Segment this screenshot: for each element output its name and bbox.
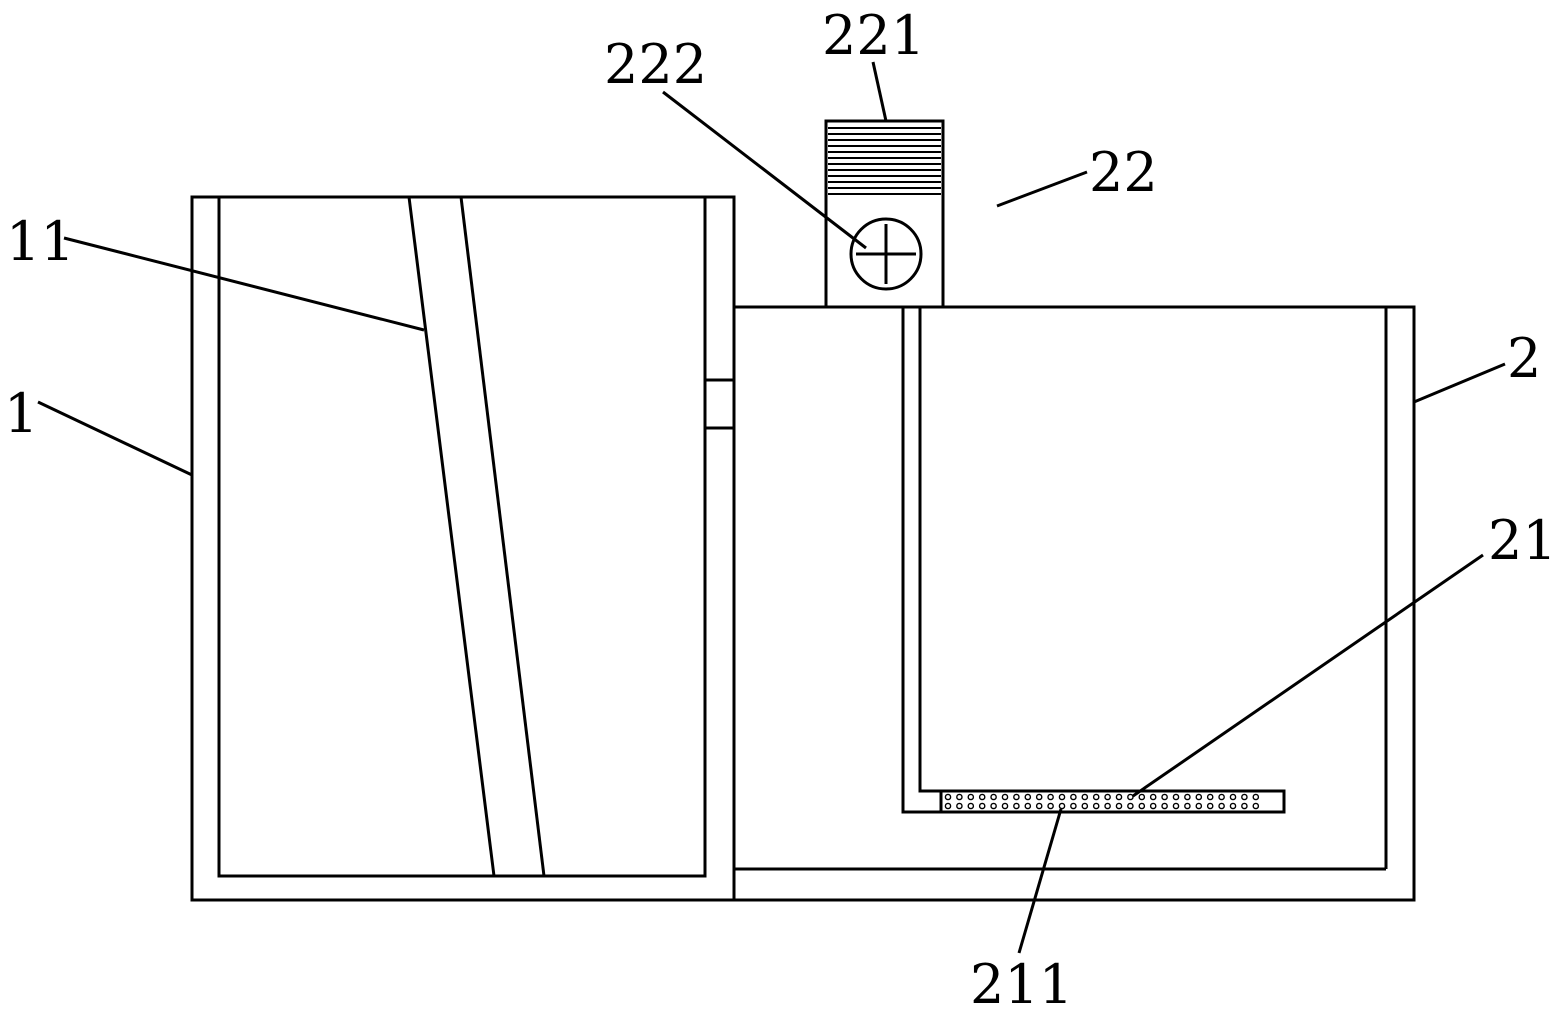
aeration-hole [1149,793,1157,801]
aeration-hole [1081,802,1089,810]
aeration-hole [1229,802,1237,810]
aeration-hole [1047,802,1054,810]
aeration-hole [1138,802,1146,810]
aeration-hole [1081,793,1089,801]
aeration-hole [956,802,963,810]
impeller-222 [849,217,923,291]
aeration-hole [978,793,986,801]
aeration-hole [1001,802,1009,810]
label-2: 2 [1507,327,1541,390]
aeration-hole [1058,793,1066,801]
aeration-hole [1218,802,1225,810]
aeration-holes [944,793,1260,810]
aeration-hole [1092,802,1100,810]
label-222: 222 [604,33,707,96]
aeration-hole [990,793,997,801]
tank-1 [190,195,736,902]
label-11: 11 [6,210,75,273]
aeration-hole [944,793,952,801]
aeration-hole [1058,802,1066,810]
aeration-hole [1013,793,1020,801]
aeration-hole [1218,793,1225,801]
aeration-hole [1035,793,1043,801]
vent-grille-221 [828,127,941,195]
label-1: 1 [4,382,38,445]
leader-lines [37,61,1506,954]
aeration-hole [1001,793,1009,801]
aeration-hole [1229,793,1237,801]
aeration-hole [1127,802,1134,810]
tank-1-outer-wall [190,195,736,902]
leader-2 [1413,362,1506,404]
aeration-hole [1161,802,1168,810]
aeration-hole [1092,793,1100,801]
aeration-hole [1138,793,1146,801]
aeration-hole [1104,793,1111,801]
aeration-hole [1104,802,1111,810]
aeration-hole [1013,802,1020,810]
label-22: 22 [1089,141,1158,204]
aeration-hole [1206,793,1214,801]
device-22 [824,119,945,309]
inclined-plate-right-edge [459,196,546,877]
label-211: 211 [970,953,1073,1012]
aeration-hole [1070,793,1077,801]
aeration-hole [1070,802,1077,810]
leader-21 [1132,553,1484,798]
aeration-hole [1115,802,1123,810]
leader-1 [37,400,193,477]
aeration-hole [1149,802,1157,810]
pipe-21-outer [901,307,941,814]
aeration-hole [1252,793,1260,801]
aeration-hole [1115,793,1123,801]
leader-11 [63,236,425,332]
connecting-passage [703,378,736,430]
aeration-hole [1172,793,1180,801]
aeration-hole [1172,802,1180,810]
leader-221 [871,61,888,122]
aeration-hole [1241,793,1248,801]
leader-222 [662,90,867,250]
aeration-hole [1252,802,1260,810]
aeration-hole [1161,793,1168,801]
aeration-hole [1195,802,1203,810]
leader-211 [1017,808,1063,954]
leader-22 [996,170,1088,208]
aeration-hole [1241,802,1248,810]
aeration-hole [1206,802,1214,810]
aeration-hole [967,793,975,801]
pipe-21 [901,307,1286,814]
aeration-hole [1047,793,1054,801]
aeration-hole [944,802,952,810]
inclined-plate-left-edge [407,196,496,877]
aeration-hole [1184,793,1191,801]
reference-labels: 1 11 2 21 211 22 221 222 [4,4,1555,1012]
aeration-head-211 [939,789,1286,814]
aeration-hole [1127,793,1134,801]
aeration-hole [1024,793,1032,801]
aeration-hole [1195,793,1203,801]
aeration-hole [978,802,986,810]
label-221: 221 [822,4,925,67]
inclined-plate-11 [407,196,546,877]
aeration-hole [1035,802,1043,810]
aeration-hole [1024,802,1032,810]
pipe-21-inner [918,307,941,793]
aeration-hole [1184,802,1191,810]
aeration-hole [967,802,975,810]
label-21: 21 [1488,509,1555,572]
aeration-hole [990,802,997,810]
aeration-hole [956,793,963,801]
